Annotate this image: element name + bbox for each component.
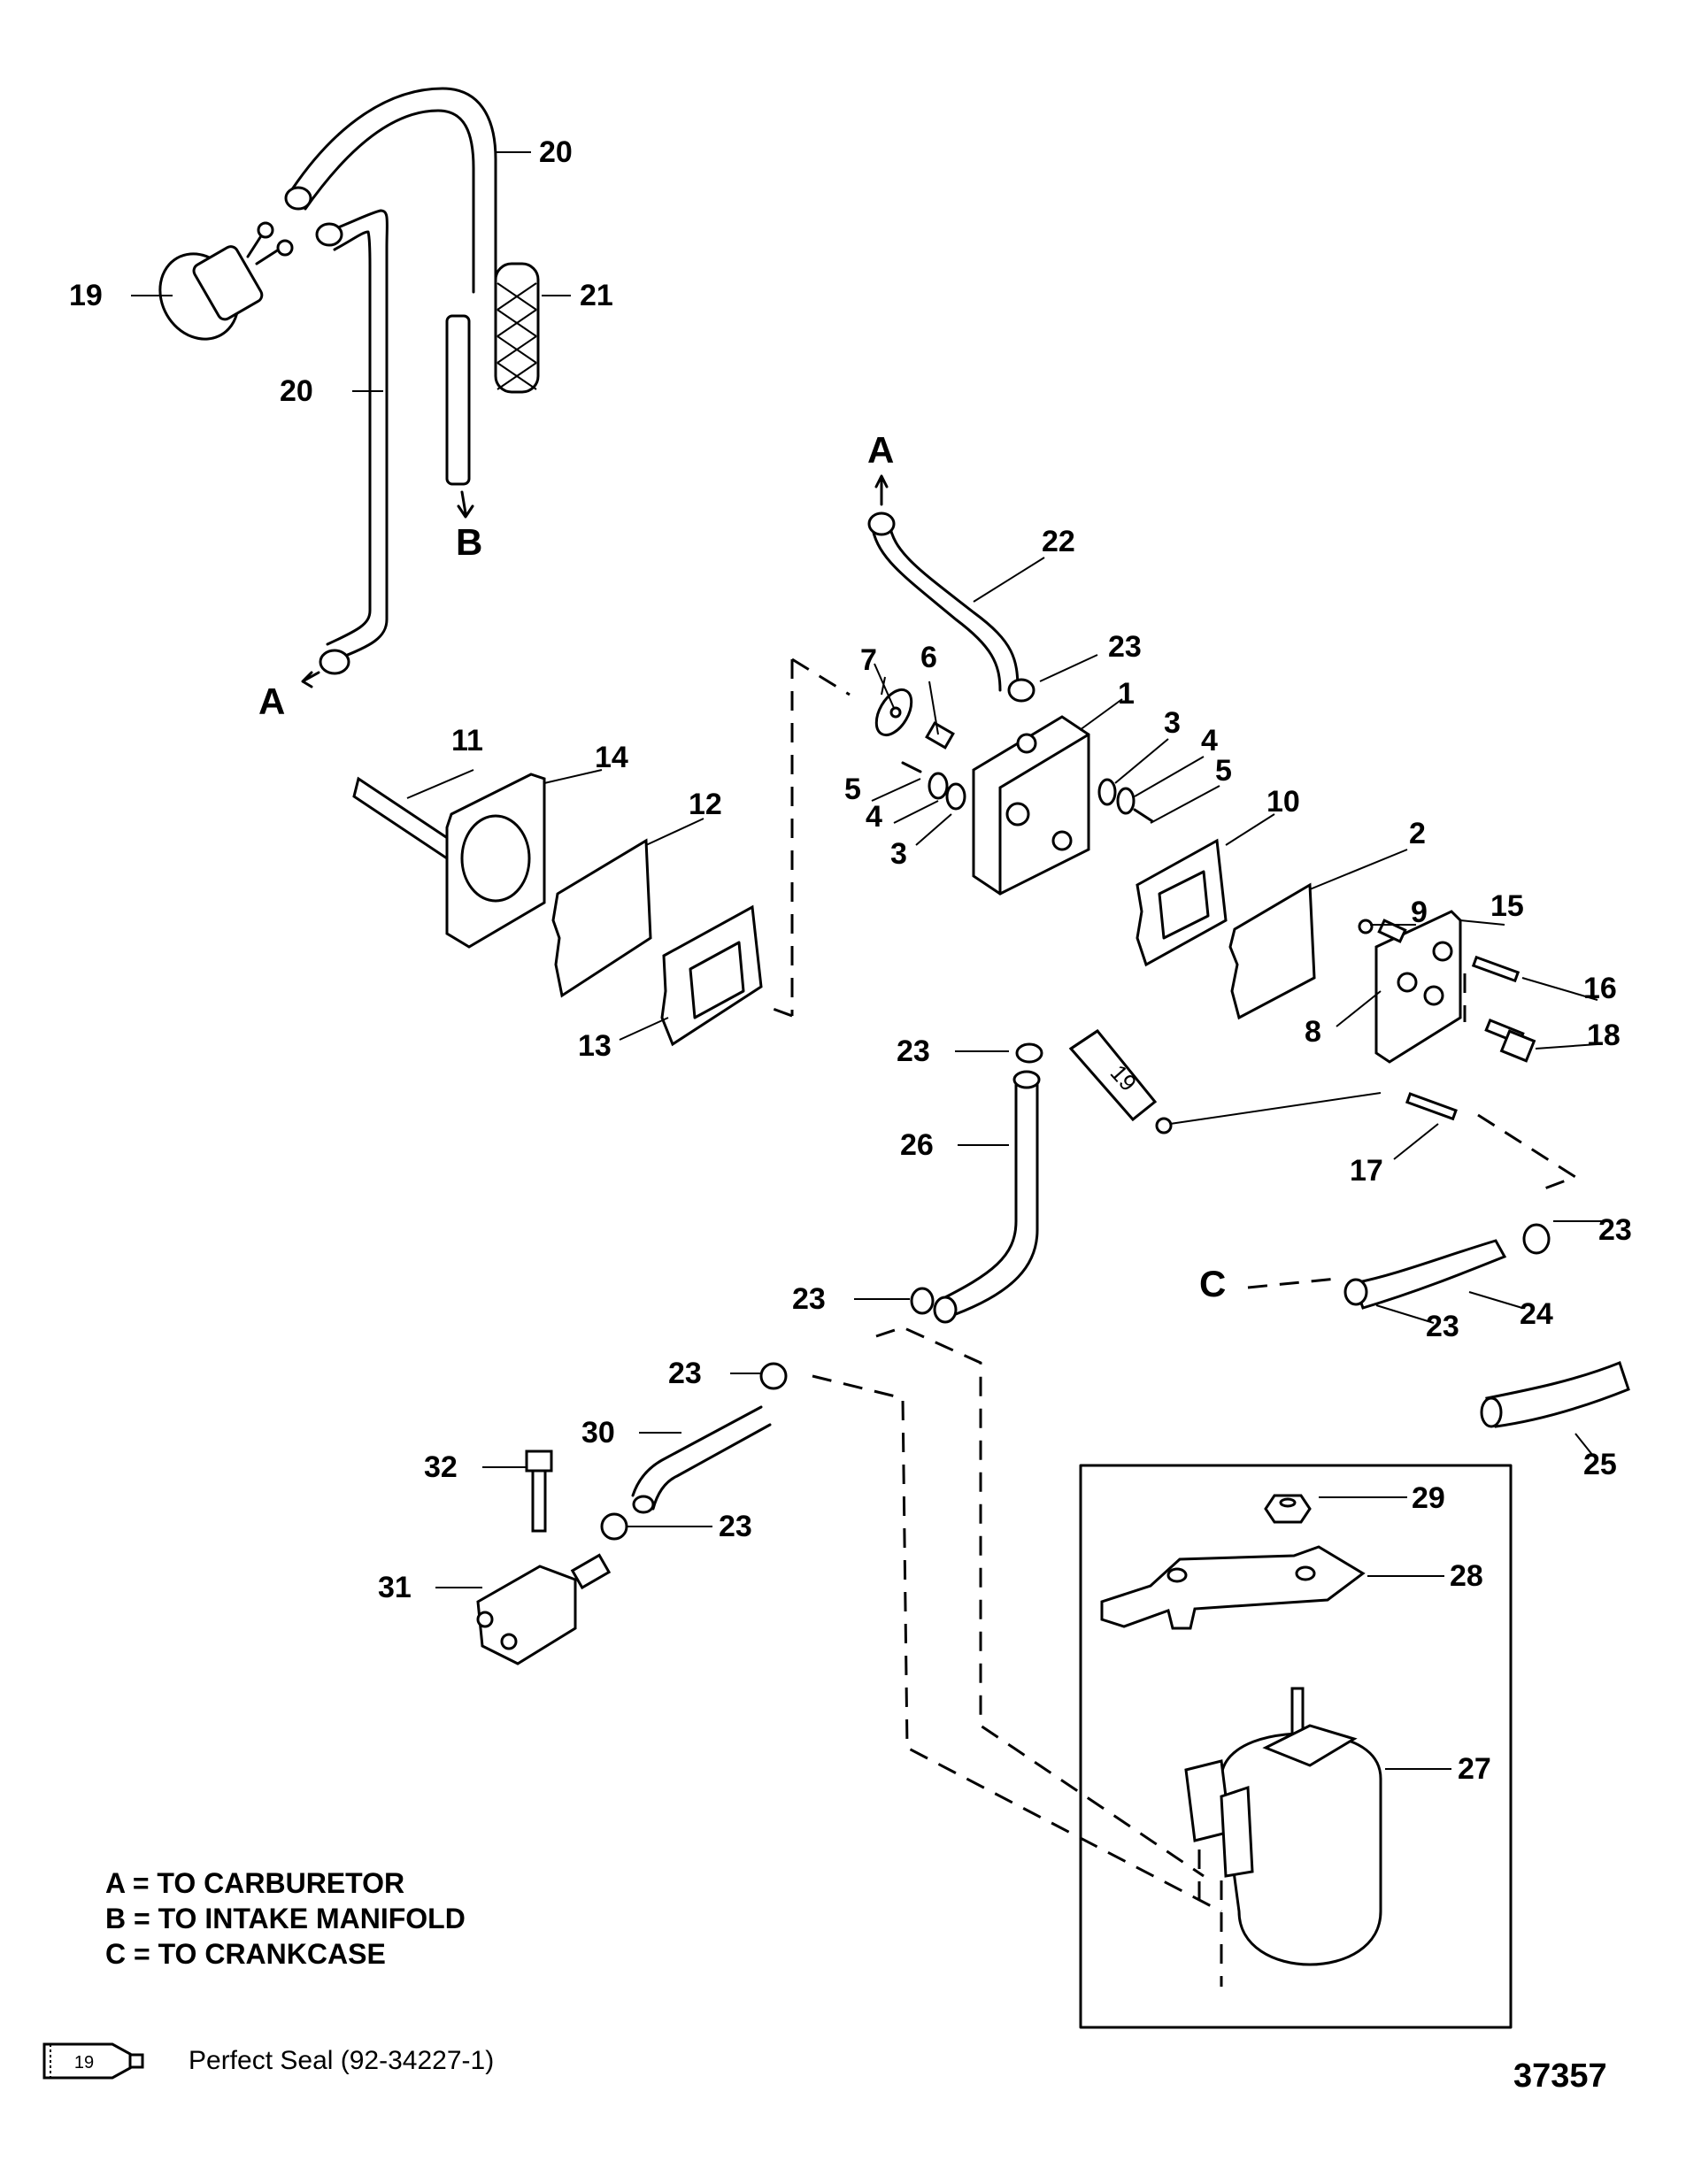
legend-item-c: C = TO CRANKCASE — [105, 1938, 386, 1970]
legend-item-a: A = TO CARBURETOR — [105, 1867, 405, 1899]
callout-32: 32 — [424, 1450, 458, 1484]
callout-11: 11 — [451, 724, 483, 757]
nut-29 — [1264, 1494, 1312, 1524]
filter-screen-21 — [494, 262, 540, 394]
callout-B: B — [456, 521, 483, 563]
bolt-32 — [525, 1450, 553, 1533]
hose-20-lower — [301, 209, 389, 688]
callout-23-hose30-top: 23 — [668, 1357, 702, 1390]
callout-10: 10 — [1266, 785, 1300, 819]
callout-4-left: 4 — [866, 800, 882, 834]
callout-31: 31 — [378, 1571, 412, 1604]
callout-13: 13 — [578, 1029, 612, 1063]
hose-20-upper — [284, 87, 497, 519]
leader-lines — [131, 151, 1606, 1770]
callout-23-hose24: 23 — [1426, 1310, 1459, 1343]
sealant-tube-19 — [1068, 1028, 1382, 1134]
bracket-28 — [1100, 1545, 1366, 1630]
cover-15 — [1358, 910, 1536, 1121]
callout-3-right: 3 — [1164, 706, 1181, 740]
cover-11-14 — [352, 773, 546, 949]
assembly-line-filter-a — [875, 1326, 1205, 1878]
assembly-line-right — [1477, 1113, 1579, 1192]
callout-23-right: 23 — [1598, 1213, 1632, 1247]
hose-30 — [600, 1362, 788, 1541]
small-parts — [874, 688, 1154, 823]
hose-22 — [867, 474, 1020, 692]
callout-23-hose26-top: 23 — [897, 1034, 930, 1068]
callout-6: 6 — [920, 641, 937, 674]
callout-C: C — [1199, 1263, 1227, 1304]
fuel-filter-27 — [1184, 1687, 1382, 1966]
callout-23-hose30-bottom: 23 — [719, 1510, 752, 1543]
sealant-tube-icon: 19 — [42, 2042, 144, 2080]
assembly-line-filter-b — [812, 1374, 1222, 1913]
callout-12: 12 — [689, 788, 722, 821]
hose-26 — [910, 1042, 1043, 1324]
callout-14: 14 — [595, 741, 628, 774]
callout-22: 22 — [1042, 525, 1075, 558]
hose-25 — [1480, 1361, 1630, 1428]
fuel-filter-19 — [158, 221, 294, 341]
assembly-line-left-top — [791, 658, 851, 696]
document-number: 37357 — [1513, 2057, 1607, 2095]
callout-19-filter: 19 — [69, 279, 103, 312]
callout-7: 7 — [860, 643, 877, 677]
legend: A = TO CARBURETOR B = TO INTAKE MANIFOLD… — [105, 1865, 466, 1972]
callout-23-hose26-bottom: 23 — [792, 1282, 826, 1316]
callout-18: 18 — [1587, 1019, 1621, 1052]
fuel-connector-31 — [476, 1553, 612, 1665]
callout-20-lower: 20 — [280, 374, 313, 408]
callout-27: 27 — [1458, 1752, 1491, 1786]
hose-24 — [1247, 1223, 1551, 1310]
callout-5-left: 5 — [844, 773, 861, 806]
gasket-13 — [660, 904, 763, 1047]
callout-4-right: 4 — [1201, 724, 1218, 757]
callout-26: 26 — [900, 1128, 934, 1162]
legend-item-b: B = TO INTAKE MANIFOLD — [105, 1903, 466, 1934]
callout-29: 29 — [1412, 1481, 1445, 1515]
callout-3-left: 3 — [890, 837, 907, 871]
callout-30: 30 — [581, 1416, 615, 1450]
assembly-line-filter-c — [1197, 1849, 1223, 1987]
sealant-footnote: 19 Perfect Seal (92-34227-1) — [42, 2042, 494, 2080]
gasket-10 — [1136, 838, 1228, 967]
kit-box — [1079, 1464, 1513, 2029]
callout-17: 17 — [1350, 1154, 1383, 1188]
clamp-23-top — [1007, 678, 1035, 703]
callout-21: 21 — [580, 279, 613, 312]
callout-1: 1 — [1118, 677, 1135, 711]
callout-23-top: 23 — [1108, 630, 1142, 664]
sealant-text: Perfect Seal (92-34227-1) — [189, 2046, 495, 2075]
callout-20-upper: 20 — [539, 135, 573, 169]
pump-body-1 — [972, 715, 1090, 896]
callout-A-mid: A — [867, 429, 895, 471]
callout-5-right: 5 — [1215, 754, 1232, 788]
callout-8: 8 — [1305, 1015, 1321, 1049]
assembly-line-left-bottom — [767, 1005, 793, 1018]
callout-A-left: A — [258, 681, 286, 722]
callout-15: 15 — [1490, 889, 1524, 923]
callout-16: 16 — [1583, 972, 1617, 1005]
callout-28: 28 — [1450, 1559, 1483, 1593]
callout-2: 2 — [1409, 817, 1426, 850]
sealant-icon-label: 19 — [74, 2053, 94, 2072]
diaphragm-2 — [1228, 882, 1316, 1020]
callout-24: 24 — [1520, 1297, 1553, 1331]
diaphragm-12 — [551, 838, 652, 998]
callout-25: 25 — [1583, 1448, 1617, 1481]
callout-9: 9 — [1411, 896, 1428, 929]
